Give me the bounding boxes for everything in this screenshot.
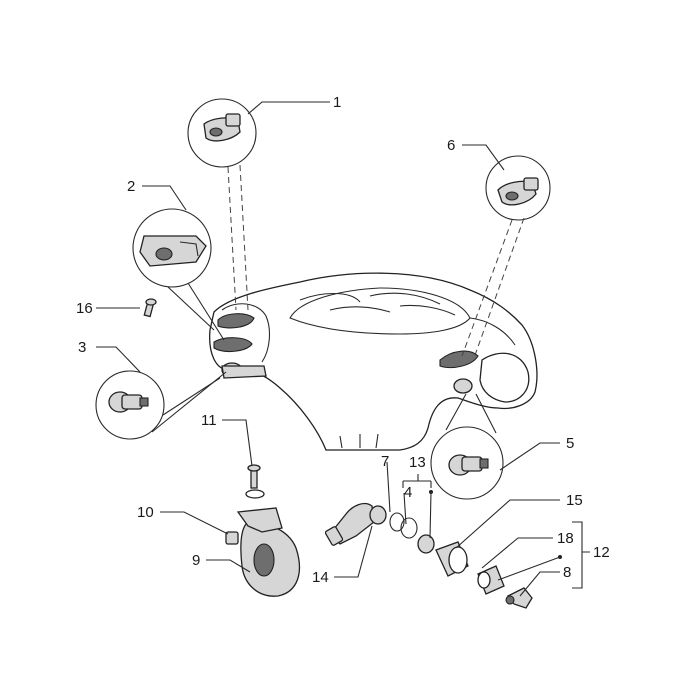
callout-2: 2 [127,178,135,195]
handlebar-cover [209,272,538,451]
callout-14: 14 [312,569,329,586]
detail-bubble-1 [187,98,257,168]
callout-16: 16 [76,300,93,317]
screw-16 [143,298,157,318]
callout-12: 12 [593,544,610,561]
callout-1: 1 [333,94,341,111]
callout-11: 11 [201,412,217,429]
detail-bubble-6 [485,155,551,221]
callout-18: 18 [557,530,574,547]
callout-4: 4 [404,484,412,501]
detail-bubble-3 [95,370,165,440]
callout-9: 9 [192,552,200,569]
callout-13: 13 [409,454,426,471]
callout-15: 15 [566,492,583,509]
callout-10: 10 [137,504,154,521]
label-leaders [96,101,590,597]
callout-labels: 1 2 3 4 5 6 7 8 9 10 11 12 13 14 15 16 1… [76,94,610,586]
callout-7: 7 [381,453,389,470]
callout-5: 5 [566,435,574,452]
callout-3: 3 [78,339,86,356]
detail-bubble-5 [430,426,504,500]
connection-lines [151,164,525,434]
callout-8: 8 [563,564,571,581]
callout-6: 6 [447,137,455,154]
horn-assembly [225,464,300,597]
detail-bubble-2 [132,208,212,288]
ignition-assembly [324,502,533,609]
